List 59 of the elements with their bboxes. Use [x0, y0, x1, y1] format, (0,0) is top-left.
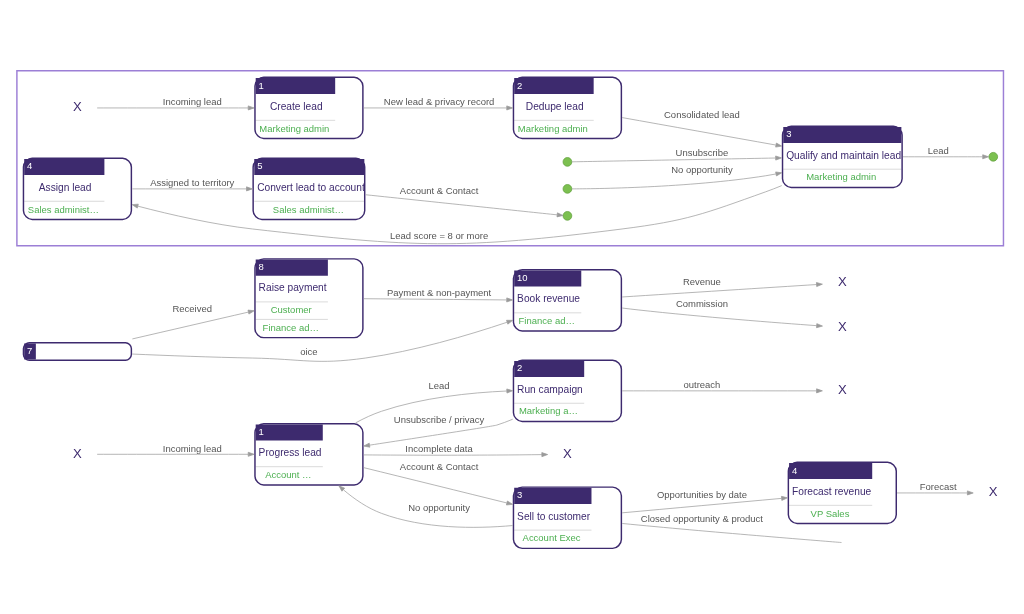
edge-label: Opportunities by date — [656, 488, 747, 500]
arrow — [621, 282, 823, 298]
arrow — [902, 154, 989, 160]
node-circle — [988, 152, 998, 162]
arrow — [363, 418, 514, 448]
edge-label: Incoming lead — [162, 442, 222, 454]
edge-label: Account & Contact — [399, 460, 479, 472]
arrow — [621, 117, 783, 148]
edge-label: Unsubscribe / privacy — [393, 413, 485, 425]
edge-label: Assigned to territory — [150, 177, 235, 189]
edge-label: Unsubscribe — [675, 147, 729, 159]
edge-label: Closed opportunity & product — [640, 513, 764, 525]
arrow — [131, 319, 514, 362]
edge-label: No opportunity — [671, 164, 733, 176]
edge-label: Lead score = 8 or more — [390, 230, 489, 242]
node-text: X — [563, 445, 572, 461]
edge-label: Consolidated lead — [664, 109, 740, 121]
arrow — [621, 307, 823, 329]
arrow — [338, 485, 514, 528]
arrow — [363, 297, 513, 303]
arrow — [355, 388, 514, 424]
edge-label: outreach — [683, 379, 721, 391]
edge-label: Incoming lead — [162, 96, 222, 108]
node-text: X — [73, 99, 82, 115]
arrow — [621, 495, 788, 514]
arrow — [363, 452, 549, 457]
node-text: X — [73, 445, 82, 461]
node-text: X — [837, 318, 847, 334]
edge-label: Account & Contact — [399, 185, 479, 197]
edge-label: Payment & non-payment — [386, 286, 492, 298]
node-circle — [562, 211, 573, 221]
edge-label: Revenue — [682, 276, 721, 288]
edge-label: Lead — [428, 379, 450, 391]
connector — [621, 523, 842, 543]
edge-label: Commission — [675, 298, 728, 310]
node-circle — [562, 157, 573, 167]
arrow — [132, 309, 255, 340]
edge-label: New lead & privacy record — [383, 96, 495, 108]
arrow — [365, 194, 564, 218]
edge-label: Received — [172, 303, 212, 315]
arrow — [571, 155, 782, 163]
arrow — [96, 451, 255, 457]
arrow — [363, 105, 513, 111]
arrow — [96, 105, 255, 111]
node-text: X — [988, 484, 998, 500]
node-text: X — [837, 274, 847, 290]
arrow — [621, 388, 823, 394]
node-text: X — [837, 382, 847, 398]
edge-label: No opportunity — [408, 501, 470, 513]
edge-label: Incomplete data — [405, 443, 473, 455]
arrow — [363, 467, 513, 506]
node-circle — [562, 184, 573, 194]
edge-label: oice — [300, 346, 318, 358]
arrow — [131, 185, 783, 245]
arrow — [132, 186, 253, 192]
edge-label: Forecast — [919, 481, 957, 493]
edge-label: Lead — [927, 145, 949, 157]
arrow — [896, 490, 974, 496]
arrow — [571, 171, 783, 190]
